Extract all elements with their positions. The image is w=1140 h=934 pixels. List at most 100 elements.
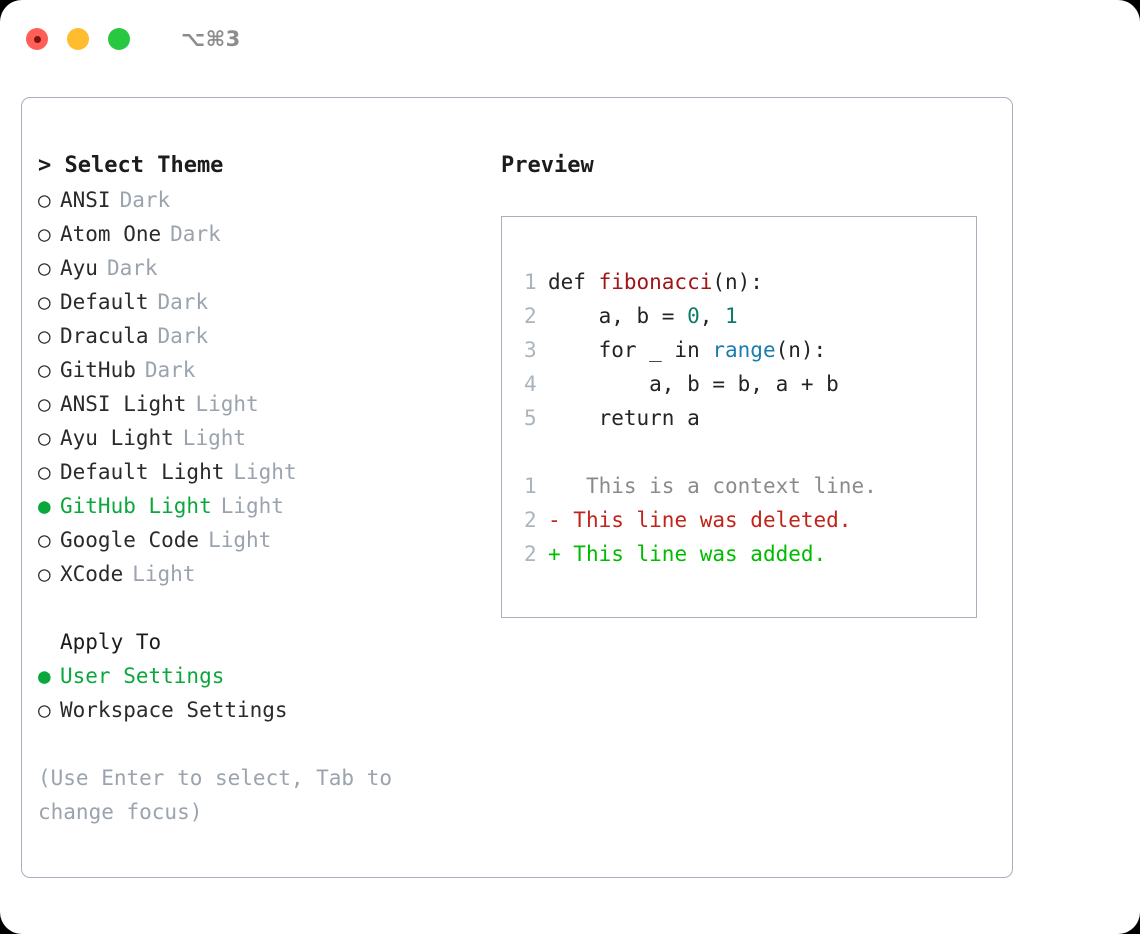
diff-sample: 1 This is a context line.2- This line wa… [524,469,976,571]
radio-unselected-icon: ○ [38,460,51,484]
theme-variant-badge: Dark [106,256,158,280]
radio-selected-icon: ● [38,664,51,688]
radio-unselected-icon: ○ [38,426,51,450]
theme-name: GitHub Light [60,494,212,518]
theme-variant-badge: Light [220,494,284,518]
code-line: 5 return a [524,401,976,435]
apply-to-option-workspace-settings[interactable]: ○Workspace Settings [38,693,478,727]
diff-line: 1 This is a context line. [524,469,976,503]
theme-option-github-light[interactable]: ● GitHub Light Light [38,489,478,523]
minimize-button[interactable] [67,28,89,50]
theme-variant-badge: Dark [170,222,221,246]
diff-line: 2+ This line was added. [524,537,976,571]
radio-unselected-icon: ○ [38,324,51,348]
theme-name: Google Code [60,528,200,552]
theme-name: GitHub [60,358,136,382]
code-content: a, b = 0, 1 [548,299,738,333]
line-number: 5 [524,406,537,430]
code-line: 4 a, b = b, a + b [524,367,976,401]
line-number: 3 [524,338,537,362]
code-token: for _ in [548,338,713,362]
code-token: range [712,338,776,362]
theme-option-ansi-light[interactable]: ○ ANSI Light Light [38,387,478,421]
theme-option-github[interactable]: ○ GitHub Dark [38,353,478,387]
diff-text: This line was deleted. [560,508,852,532]
theme-option-default-light[interactable]: ○ Default Light Light [38,455,478,489]
theme-name: Default [60,290,149,314]
radio-unselected-icon: ○ [38,222,51,246]
code-token: return a [548,406,700,430]
theme-name: Default Light [60,460,225,484]
keyboard-hint-text: (Use Enter to select, Tab to change focu… [38,766,393,824]
code-line: 2 a, b = 0, 1 [524,299,976,333]
line-number: 1 [524,474,537,498]
radio-unselected-icon: ○ [38,358,51,382]
code-content: def fibonacci(n): [548,265,763,299]
radio-selected-icon: ● [38,494,51,518]
list-spacer [38,591,478,625]
diff-marker [548,469,561,503]
code-token: a, b = [548,304,688,328]
radio-unselected-icon: ○ [38,562,51,586]
apply-to-list[interactable]: ●User Settings○Workspace Settings [38,659,478,727]
theme-option-xcode[interactable]: ○ XCode Light [38,557,478,591]
theme-variant-badge: Light [132,562,196,586]
line-number: 1 [524,270,537,294]
code-token: (n): [775,338,827,362]
code-line: 1 def fibonacci(n): [524,265,976,299]
apply-to-option-user-settings[interactable]: ●User Settings [38,659,478,693]
record-dot-icon [33,35,41,43]
theme-variant-badge: Dark [144,358,196,382]
radio-unselected-icon: ○ [38,698,51,722]
theme-name: XCode [60,562,124,586]
diff-marker: + [548,542,561,566]
diff-line: 2- This line was deleted. [524,503,976,537]
radio-unselected-icon: ○ [38,290,51,314]
line-number: 2 [524,508,537,532]
line-number: 2 [524,304,537,328]
diff-text: This is a context line. [560,474,877,498]
theme-option-dracula[interactable]: ○ Dracula Dark [38,319,478,353]
diff-marker: - [548,508,561,532]
theme-variant-badge: Light [195,392,259,416]
keyboard-shortcut-label: ⌥⌘3 [181,27,241,51]
close-button[interactable] [26,28,48,50]
code-token: 1 [725,304,738,328]
theme-name: Dracula [60,324,149,348]
code-token: 0 [687,304,700,328]
theme-variant-badge: Light [208,528,272,552]
theme-variant-badge: Dark [157,324,209,348]
line-number: 2 [524,542,537,566]
code-token: , [699,304,726,328]
theme-name: Ayu [60,256,98,280]
theme-option-default[interactable]: ○ Default Dark [38,285,478,319]
code-content: a, b = b, a + b [548,367,839,401]
radio-unselected-icon: ○ [38,392,51,416]
preview-title: Preview [501,153,594,178]
code-content: for _ in range(n): [548,333,827,367]
theme-name: ANSI Light [60,392,187,416]
theme-variant-badge: Light [233,460,297,484]
theme-option-google-code[interactable]: ○ Google Code Light [38,523,478,557]
line-number: 4 [524,372,537,396]
code-token: fibonacci [598,270,713,294]
theme-variant-badge: Dark [157,290,209,314]
traffic-lights [26,28,130,50]
theme-name: ANSI [60,188,111,212]
apply-to-header: Apply To [60,630,162,654]
code-line: 3 for _ in range(n): [524,333,976,367]
code-token: def [548,270,599,294]
radio-unselected-icon: ○ [38,528,51,552]
maximize-button[interactable] [108,28,130,50]
